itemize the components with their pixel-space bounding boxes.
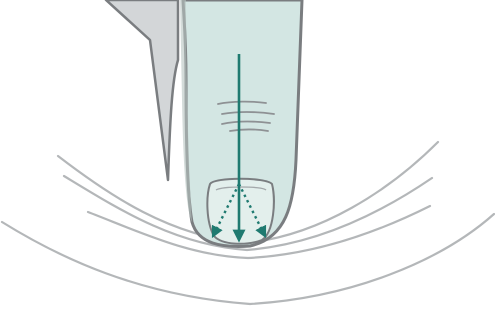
finger-press-diagram xyxy=(0,0,495,321)
